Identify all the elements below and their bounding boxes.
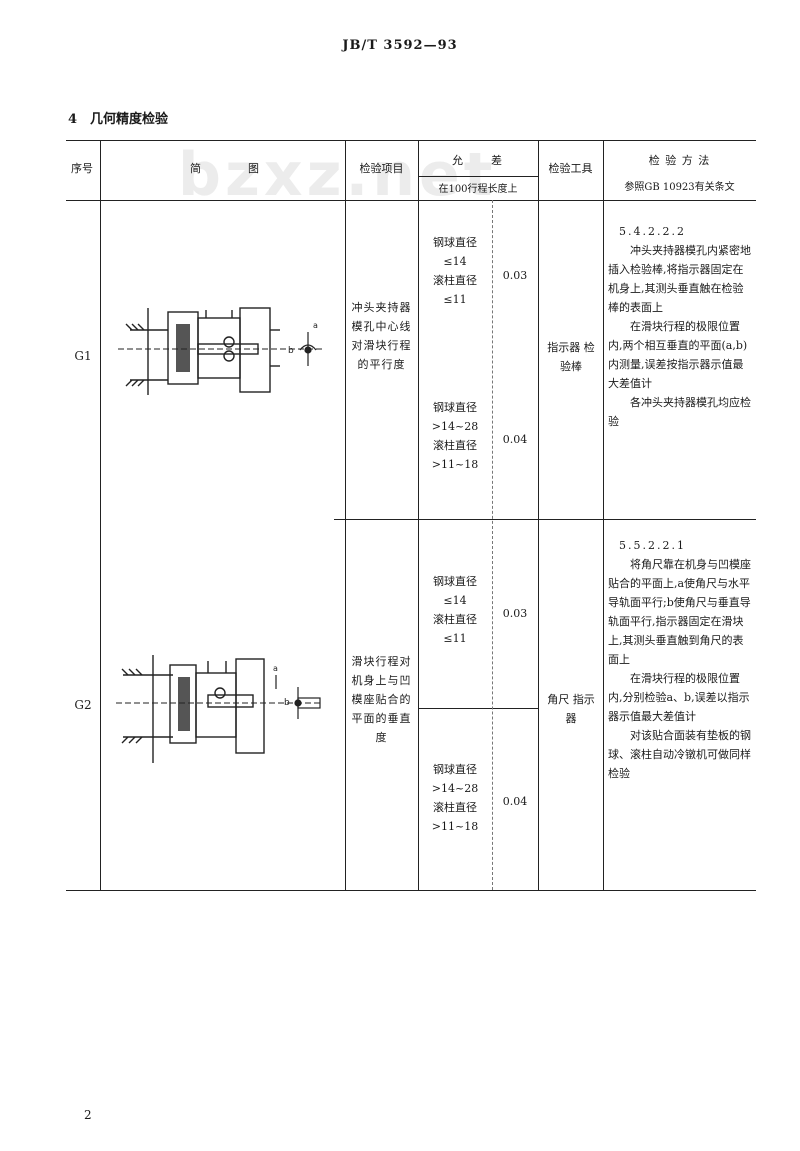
g1-label-b: b bbox=[288, 346, 294, 356]
row-g2-no: G2 bbox=[74, 698, 92, 712]
col-rule-1 bbox=[100, 140, 101, 890]
g1-tol-b-label: 钢球直径 >14~28 滚柱直径 >11~18 bbox=[431, 401, 479, 471]
g2-tol-a-label: 钢球直径 ≤14 滚柱直径 ≤11 bbox=[433, 575, 477, 645]
g2-label-b: b bbox=[284, 698, 290, 708]
header-tolerance: 允 差 bbox=[452, 154, 504, 167]
g1-label-a: a bbox=[313, 321, 318, 330]
g2-tool: 角尺 指示器 bbox=[547, 693, 595, 725]
g1-tol-a-label: 钢球直径 ≤14 滚柱直径 ≤11 bbox=[433, 236, 477, 306]
tolerance-sub-rule bbox=[418, 176, 538, 177]
g1-diagram: b a bbox=[118, 307, 323, 395]
g1-tol-a-value: 0.03 bbox=[502, 269, 528, 282]
g2-tol-a-value: 0.03 bbox=[502, 607, 528, 620]
section-title: 4 几何精度检验 bbox=[68, 112, 169, 127]
g2-tol-b-value: 0.04 bbox=[502, 795, 528, 808]
g2-label-a: a bbox=[273, 664, 278, 673]
watermark: bzxz.net bbox=[178, 140, 497, 210]
col-rule-5 bbox=[603, 140, 604, 890]
col-rule-2 bbox=[345, 140, 346, 890]
g2-tol-b-label: 钢球直径 >14~28 滚柱直径 >11~18 bbox=[431, 763, 479, 833]
col-rule-tolerance-inner bbox=[492, 200, 493, 890]
standard-header: JB/T 3592—93 bbox=[342, 38, 458, 53]
header-bottom-rule bbox=[66, 200, 756, 201]
row-divider bbox=[334, 519, 756, 520]
header-figure-right: 图 bbox=[248, 162, 259, 175]
g1-tool: 指示器 检验棒 bbox=[547, 341, 595, 373]
g1-tol-b-value: 0.04 bbox=[502, 433, 528, 446]
header-figure-left: 简 bbox=[190, 162, 201, 175]
g2-tolerance-divider bbox=[418, 708, 538, 709]
table-bottom-rule bbox=[66, 890, 756, 891]
page-number: 2 bbox=[84, 1108, 92, 1122]
g2-method: 5.5.2.2.1 将角尺靠在机身与凹模座贴合的平面上,a使角尺与水平导轨面平行… bbox=[608, 539, 751, 780]
header-method: 检 验 方 法 bbox=[648, 154, 711, 167]
col-rule-4 bbox=[538, 140, 539, 890]
g2-diagram: b a bbox=[116, 655, 323, 763]
table-top-rule bbox=[66, 140, 756, 141]
header-method-sub: 参照GB 10923有关条文 bbox=[624, 182, 735, 193]
g2-item: 滑块行程对机身上与凹模座贴合的平面的垂直度 bbox=[351, 655, 412, 744]
header-tolerance-sub: 在100行程长度上 bbox=[438, 184, 518, 195]
row-g1-no: G1 bbox=[74, 349, 92, 363]
g1-item: 冲头夹持器模孔中心线对滑块行程的平行度 bbox=[351, 301, 412, 371]
header-tool: 检验工具 bbox=[548, 162, 593, 175]
col-rule-3 bbox=[418, 140, 419, 890]
header-item: 检验项目 bbox=[359, 162, 404, 175]
g1-method: 5.4.2.2.2 冲头夹持器模孔内紧密地插入检验棒,将指示器固定在机身上,其测… bbox=[608, 225, 751, 428]
header-no: 序号 bbox=[71, 162, 93, 175]
